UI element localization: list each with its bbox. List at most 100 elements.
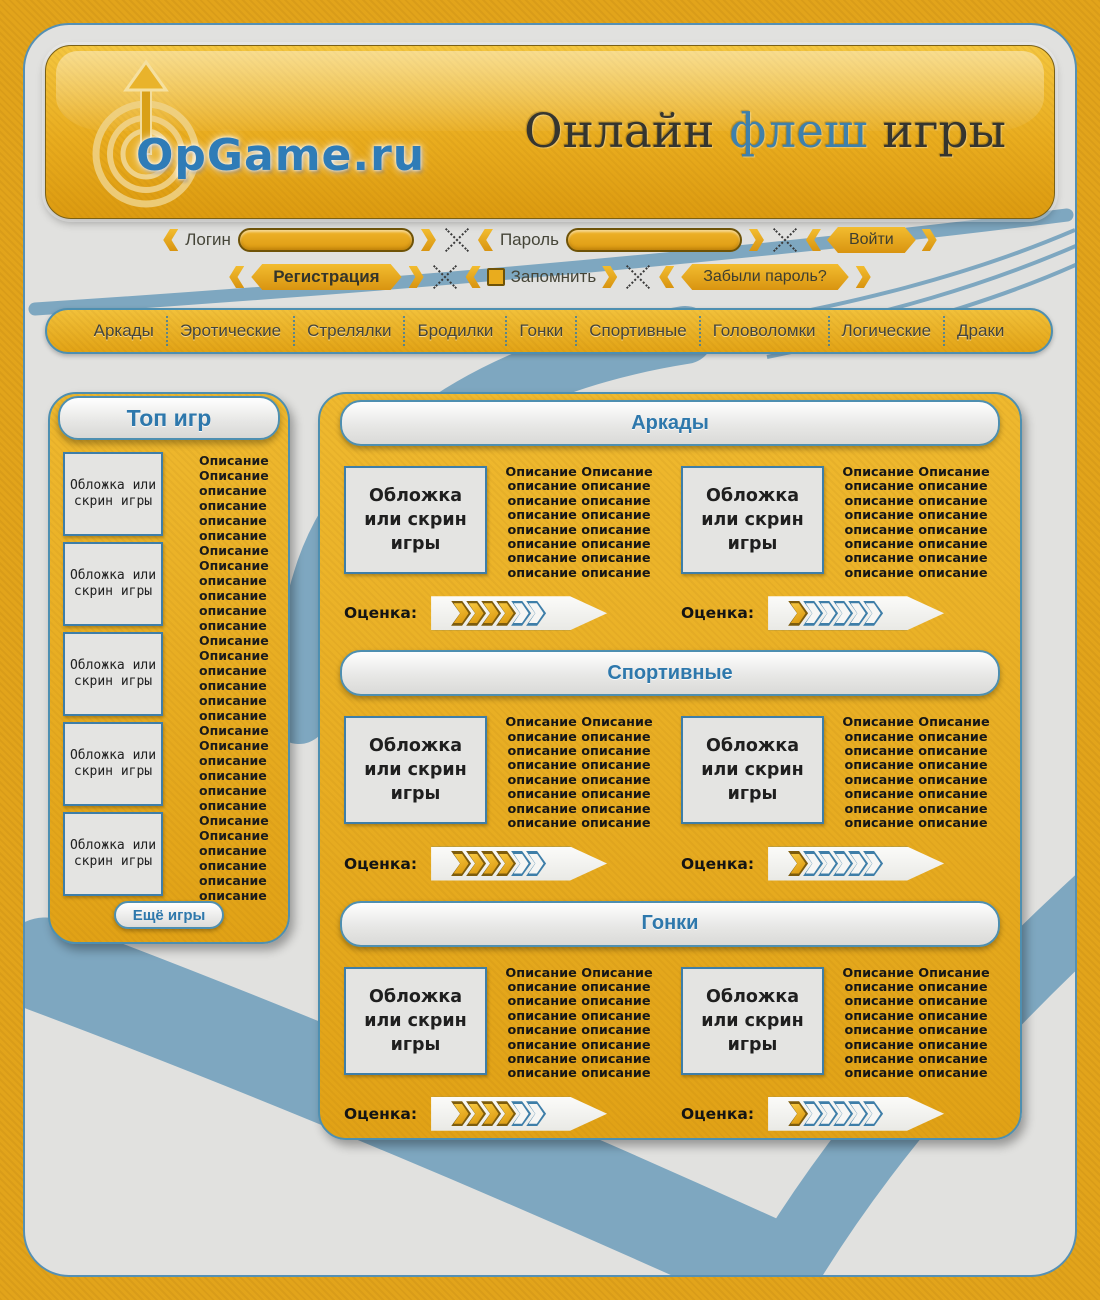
game-description: Описание Описание описание описание опис… — [199, 813, 269, 903]
game-description: Описание Описание описание описание опис… — [505, 715, 653, 832]
rating-chevron-filled — [788, 851, 809, 876]
game-thumbnail[interactable]: Обложка или скрин игры — [63, 452, 163, 536]
rating-chevron-empty — [803, 600, 824, 626]
rating-chevron-empty — [511, 600, 532, 626]
rating-row: Оценка: — [681, 1096, 996, 1131]
login-label: Логин — [185, 230, 231, 249]
register-row: Регистрация Запомнить Забыли пароль? — [25, 263, 1075, 291]
game-thumbnail[interactable]: Обложка или скрин игры — [344, 716, 487, 825]
nav-item-2[interactable]: Эротические — [179, 321, 282, 340]
nav-item-9[interactable]: Драки — [957, 321, 1005, 340]
nav-item-4[interactable]: Бродилки — [417, 321, 494, 340]
content-canvas: OpGame.ru Онлайн флеш игры Логин Пароль … — [23, 23, 1077, 1277]
game-description: Описание Описание описание описание опис… — [199, 633, 269, 723]
rating-row: Оценка: — [344, 596, 659, 631]
rating-row: Оценка: — [681, 846, 996, 881]
chevron-right-icon — [855, 266, 871, 288]
rating-banner — [768, 596, 945, 631]
nav-separator — [827, 316, 830, 346]
rating-chevron-empty — [526, 1101, 547, 1127]
nav-separator — [165, 316, 168, 346]
cross-divider-icon — [431, 264, 459, 290]
login-row: Логин Пароль Войти — [25, 226, 1075, 254]
chevron-right-icon — [748, 229, 764, 251]
game-thumbnail[interactable]: Обложка или скрин игры — [681, 466, 824, 574]
rating-chevron-empty — [511, 851, 532, 876]
chevron-left-icon — [163, 229, 179, 251]
rating-chevron-filled — [451, 851, 472, 876]
chevron-right-icon — [921, 229, 937, 251]
rating-chevron-filled — [496, 851, 517, 876]
top-game-item: Обложка или скрин игры Описание Описание … — [63, 812, 284, 903]
ribbon-path — [28, 208, 1074, 316]
rating-label: Оценка: — [681, 854, 755, 873]
forgot-password-button[interactable]: Забыли пароль? — [681, 264, 849, 290]
section-header: Спортивные — [340, 650, 1000, 697]
site-logo[interactable]: OpGame.ru — [84, 56, 424, 211]
rating-label: Оценка: — [681, 604, 755, 623]
chevron-left-icon — [229, 266, 245, 288]
game-thumbnail[interactable]: Обложка или скрин игры — [63, 632, 163, 716]
rating-label: Оценка: — [344, 604, 418, 623]
game-thumbnail[interactable]: Обложка или скрин игры — [681, 966, 824, 1075]
chevron-right-icon — [408, 266, 424, 288]
game-thumbnail[interactable]: Обложка или скрин игры — [63, 722, 163, 806]
remember-group: Запомнить — [465, 266, 618, 288]
logo-icon — [92, 59, 200, 208]
cross-divider-icon — [624, 264, 652, 290]
rating-chevron-filled — [451, 600, 472, 626]
rating-banner — [431, 596, 608, 631]
rating-chevron-empty — [511, 1101, 532, 1127]
game-description: Описание Описание описание описание опис… — [842, 965, 990, 1082]
rating-chevron-filled — [788, 600, 809, 626]
nav-item-7[interactable]: Головоломки — [712, 321, 816, 340]
more-games-button[interactable]: Ещё игры — [114, 901, 224, 929]
main-nav: Аркады Эротические Стрелялки Бродилки Гонки С… — [45, 308, 1053, 354]
rating-chevron-filled — [466, 600, 487, 626]
rating-banner — [431, 846, 608, 881]
nav-item-3[interactable]: Стрелялки — [307, 321, 392, 340]
game-thumbnail[interactable]: Обложка или скрин игры — [63, 542, 163, 626]
chevron-left-icon — [659, 266, 675, 288]
game-thumbnail[interactable]: Обложка или скрин игры — [63, 812, 163, 896]
rating-chevron-filled — [466, 1101, 487, 1127]
rating-chevron-empty — [848, 1101, 869, 1127]
password-input[interactable] — [565, 228, 742, 252]
login-input[interactable] — [237, 228, 414, 252]
rating-label: Оценка: — [344, 1104, 418, 1123]
nav-separator — [293, 316, 296, 346]
rating-banner — [768, 1096, 945, 1131]
register-button[interactable]: Регистрация — [251, 264, 401, 290]
remember-checkbox[interactable] — [486, 268, 505, 286]
rating-banner — [431, 1096, 608, 1131]
nav-item-1[interactable]: Аркады — [93, 321, 154, 340]
game-thumbnail[interactable]: Обложка или скрин игры — [681, 716, 824, 825]
nav-item-8[interactable]: Логические — [841, 321, 932, 340]
game-thumbnail[interactable]: Обложка или скрин игры — [344, 966, 487, 1075]
login-button[interactable]: Войти — [827, 227, 916, 253]
nav-item-6[interactable]: Спортивные — [589, 321, 687, 340]
rating-chevron-filled — [451, 1101, 472, 1127]
nav-item-5[interactable]: Гонки — [519, 321, 564, 340]
submit-group: Войти — [805, 227, 937, 253]
rating-label: Оценка: — [344, 854, 418, 873]
rating-chevron-filled — [481, 600, 502, 626]
game-thumbnail[interactable]: Обложка или скрин игры — [344, 466, 487, 574]
